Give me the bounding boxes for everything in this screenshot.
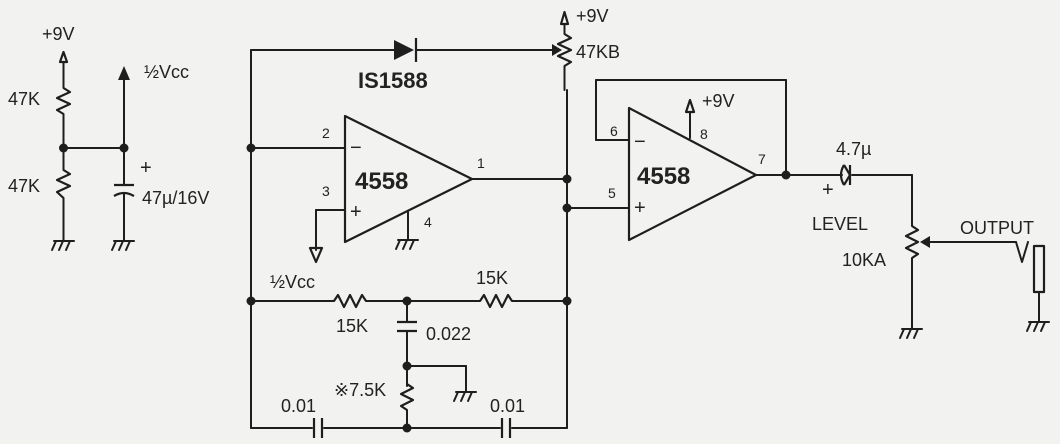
resistor-47k-bottom-label: 47K xyxy=(8,176,40,196)
ground-symbol xyxy=(1026,321,1050,332)
ref-arrow-down xyxy=(308,246,324,264)
opamp-stage1-label: 4558 xyxy=(355,168,408,195)
bias-network: +9V 47K 47K ½Vcc xyxy=(8,24,209,251)
capacitor-001-right xyxy=(500,418,512,438)
junction-dot xyxy=(562,296,572,306)
capacitor-001-left-label: 0.01 xyxy=(281,396,316,416)
resistor-7-5k-label: ※7.5K xyxy=(334,380,386,400)
potentiometer-47kb xyxy=(552,10,573,91)
capacitor-47u-polarity: + xyxy=(140,157,152,179)
ground-symbol xyxy=(111,240,135,251)
pot-label: 47KB xyxy=(576,42,620,62)
bias-supply-label: +9V xyxy=(42,24,75,44)
opamp-stage2 xyxy=(627,106,758,242)
level-pot-label: 10KA xyxy=(842,250,886,270)
stage2-minus-sign: − xyxy=(634,131,646,153)
output-label: OUTPUT xyxy=(960,218,1034,238)
pot-supply-label: +9V xyxy=(576,6,609,26)
output-section: 4.7µ + LEVEL 10KA OUTPUT xyxy=(812,139,1050,339)
stage1-plus-sign: + xyxy=(350,201,362,223)
supply-terminal-bias xyxy=(58,50,69,81)
ground-symbol xyxy=(453,391,477,402)
level-label: LEVEL xyxy=(812,214,868,234)
capacitor-0022 xyxy=(397,300,417,387)
half-vcc-arrow xyxy=(118,66,130,149)
resistor-7-5k xyxy=(399,383,415,429)
stage1-pin-4: 4 xyxy=(424,214,432,230)
stage2-pin-6: 6 xyxy=(610,123,618,139)
diode-label: IS1588 xyxy=(358,68,428,93)
twin-t-network: 15K 15K 0.022 ※7.5K xyxy=(246,268,572,438)
ground-symbol xyxy=(899,328,923,339)
capacitor-4-7u-polarity: + xyxy=(822,179,834,201)
resistor-47k-bottom xyxy=(55,147,72,241)
resistor-47k-top-label: 47K xyxy=(8,89,40,109)
capacitor-0022-label: 0.022 xyxy=(426,324,471,344)
stage1-minus-sign: − xyxy=(350,137,362,159)
ground-symbol xyxy=(395,239,419,250)
capacitor-47u-label: 47µ/16V xyxy=(142,188,209,208)
opamp-stage1 xyxy=(343,114,474,244)
stage2-pin-8: 8 xyxy=(700,126,708,142)
stage2-pin-7: 7 xyxy=(758,151,766,167)
half-vcc-label: ½Vcc xyxy=(144,62,189,82)
stage1-pin-2: 2 xyxy=(322,125,330,141)
potentiometer-10ka xyxy=(904,174,1017,329)
junction-dot xyxy=(781,170,791,180)
resistor-47k-top xyxy=(55,79,72,149)
resistor-15k-left-label: 15K xyxy=(336,316,368,336)
opamp-stage2-label: 4558 xyxy=(637,163,690,190)
stage2-buffer: 5 6 4558 − + 8 +9V 7 xyxy=(566,79,837,242)
junction-dot xyxy=(402,423,412,433)
resistor-15k-left xyxy=(333,293,367,309)
stage2-plus-sign: + xyxy=(634,197,646,219)
capacitor-001-left xyxy=(312,418,324,438)
stage1-amplifier: IS1588 +9V 47KB 2 4558 − + 3 ½Vcc xyxy=(246,6,620,429)
diode-is1588 xyxy=(394,38,418,62)
stage2-pin-5: 5 xyxy=(608,185,616,201)
resistor-15k-right xyxy=(479,293,513,309)
resistor-15k-right-label: 15K xyxy=(476,268,508,288)
capacitor-4-7u-label: 4.7µ xyxy=(836,139,871,159)
ground-symbol xyxy=(51,240,75,251)
stage1-ref-label: ½Vcc xyxy=(270,272,315,292)
output-jack xyxy=(1015,241,1046,323)
capacitor-47u xyxy=(113,147,135,241)
stage1-pin-3: 3 xyxy=(322,183,330,199)
stage2-supply-label: +9V xyxy=(702,91,735,111)
stage1-pin-1: 1 xyxy=(477,155,485,171)
capacitor-001-right-label: 0.01 xyxy=(490,396,525,416)
